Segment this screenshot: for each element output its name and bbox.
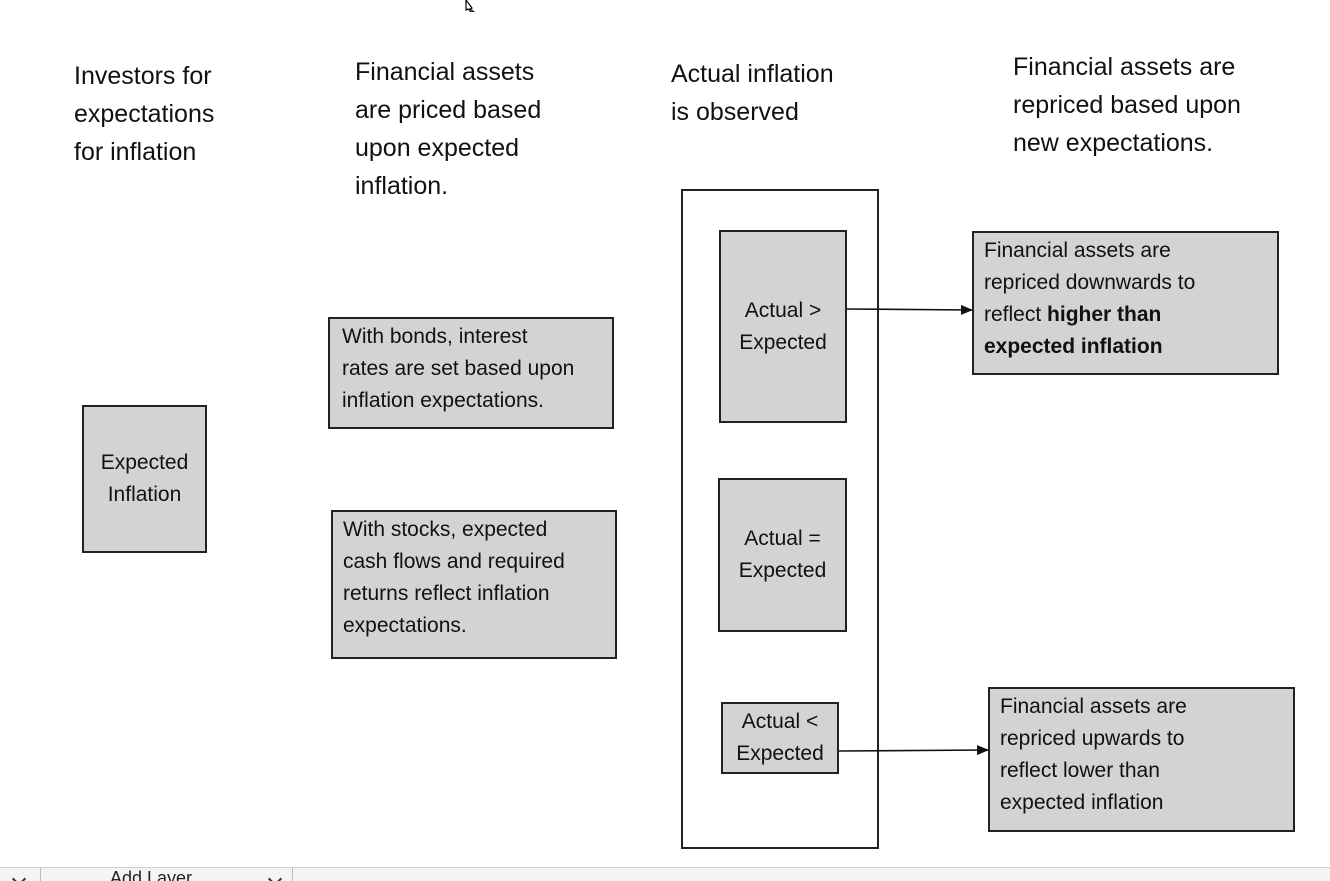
higher-than-bold: higher than — [1047, 303, 1162, 326]
expected-inflation-box: Expected Inflation — [82, 405, 207, 553]
expected-inflation-bold: expected inflation — [984, 335, 1163, 358]
bottom-toolbar: Add Layer — [0, 867, 1330, 881]
collapse-toggle[interactable] — [0, 868, 41, 881]
repriced-down-box: Financial assets are repriced downwards … — [972, 231, 1279, 375]
add-layer-label: Add Layer — [110, 868, 193, 881]
heading-assets-priced: Financial assets are priced based upon e… — [355, 58, 542, 200]
heading-investors-expectations: Investors for expectations for inflation — [74, 62, 215, 166]
actual-inflation-container — [681, 189, 879, 849]
actual-equal-box: Actual = Expected — [718, 478, 847, 632]
heading-actual-inflation: Actual inflation is observed — [671, 60, 834, 126]
actual-less-box: Actual < Expected — [721, 702, 839, 774]
heading-assets-repriced: Financial assets are repriced based upon… — [1013, 53, 1241, 157]
add-layer-dropdown[interactable]: Add Layer — [44, 868, 293, 881]
actual-greater-box: Actual > Expected — [719, 230, 847, 423]
repriced-up-box: Financial assets are repriced upwards to… — [988, 687, 1295, 832]
bonds-box: With bonds, interest rates are set based… — [328, 317, 614, 429]
mouse-cursor-icon — [465, 0, 475, 12]
stocks-box: With stocks, expected cash flows and req… — [331, 510, 617, 659]
